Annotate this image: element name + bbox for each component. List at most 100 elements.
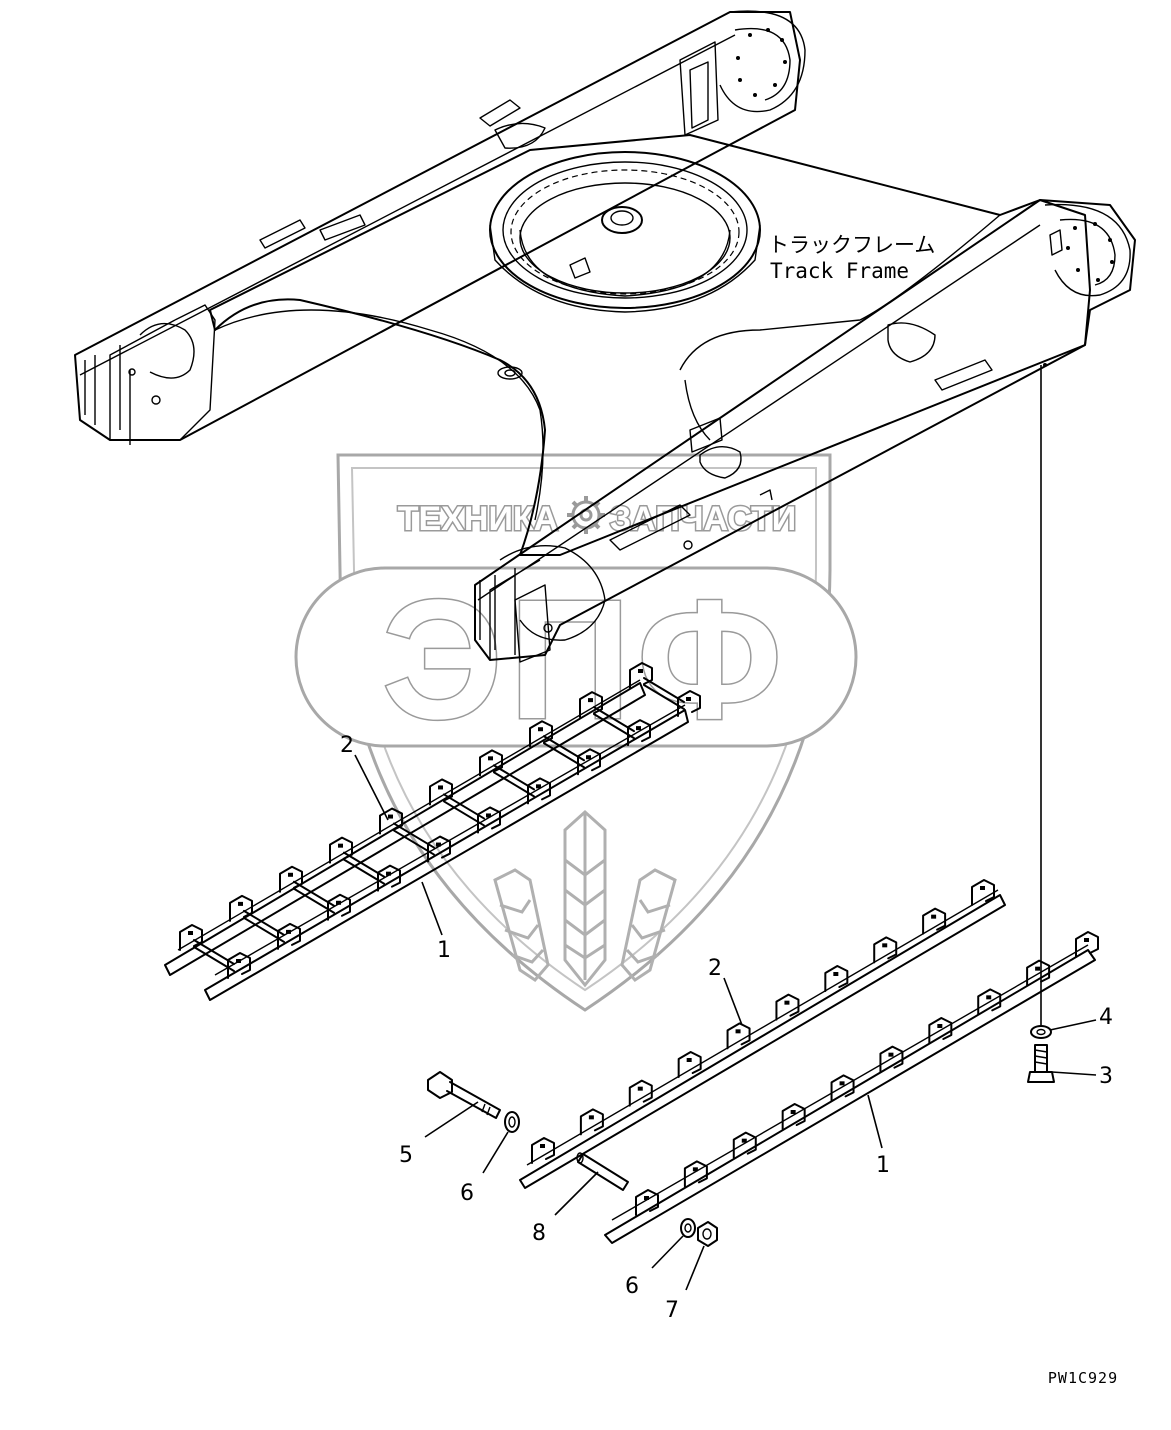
lug-hole [937,1024,943,1028]
lug-hole [741,1138,747,1143]
lower-guard-1 [604,949,1096,1244]
lug-hole [638,669,643,673]
lower-rear-lug [677,1051,702,1078]
pin-part-8 [576,1152,629,1191]
upper-guard-rail-inner [164,682,646,976]
lower-front-lug [1075,931,1099,958]
upper-outer-lug [577,748,601,776]
lower-front-lug [879,1045,904,1073]
lug-hole [888,1052,894,1057]
lower-rear-lug [922,907,947,935]
washer-part-4 [1030,1025,1052,1039]
callout-2-lower: 2 [708,956,722,981]
center-hub [601,206,643,234]
lug-hole [436,842,441,847]
upper-inner-lug [579,691,603,719]
lug-hole [536,784,541,789]
callout-3: 3 [1099,1064,1113,1089]
bolt-holes-rear [736,28,787,97]
upper-inner-lug [429,778,453,806]
callout-1-upper: 1 [437,938,451,963]
lug-hole [188,931,193,935]
lug-hole [637,1086,643,1091]
upper-inner-lug [229,894,253,922]
track-frame-assembly: トラックフレーム Track Frame [74,10,1136,663]
lug-hole [735,1029,741,1034]
upper-outer-lug [477,806,501,834]
track-frame-label: トラックフレーム Track Frame [768,233,935,283]
lower-rear-lug [824,965,849,992]
lug-hole [486,813,491,818]
lower-rear-lug [971,879,995,906]
lug-hole [839,1081,845,1086]
lower-front-lug [928,1017,953,1044]
lug-hole [686,697,691,701]
wheat-ears-icon [493,809,677,988]
lug-hole [784,1000,790,1005]
lug-hole [588,1115,594,1120]
callout-2-upper: 2 [340,733,354,758]
lower-rear-lug [873,936,898,964]
bolt-holes-front [1066,222,1114,282]
leader-lines [354,754,1097,1291]
upper-inner-lug [179,924,203,951]
upper-outer-lug [227,952,251,979]
lug-hole [438,785,443,790]
upper-outer-lug [427,835,451,863]
lug-hole [1035,966,1041,971]
lower-rear-lug [531,1137,555,1164]
frame-label-jp: トラックフレーム [768,233,935,257]
upper-inner-lug [529,720,553,748]
hardware [427,365,1055,1247]
lower-front-lug [683,1160,708,1188]
drawing-code: PW1C929 [1048,1369,1118,1387]
lug-hole [692,1167,698,1172]
lug-hole [538,727,543,732]
lug-hole [488,756,493,761]
upper-inner-lug [329,836,353,864]
lower-front-lug [1026,959,1051,987]
bolt-part-5 [427,1071,501,1119]
upper-outer-lug [277,922,301,950]
lug-hole [238,901,243,906]
lug-hole [336,900,341,905]
callout-1-lower: 1 [876,1153,890,1178]
lower-rear-lug [726,1022,751,1050]
lug-hole [386,871,391,876]
lug-hole [644,1196,649,1200]
watermark: ТЕХНИКА ЗАПЧАСТИ ЭПФ [294,453,858,1012]
upper-rock-guard-assembly [164,662,701,1001]
nut-part-7 [697,1221,718,1247]
lug-hole [286,929,291,934]
lower-rock-guard-assembly [519,879,1099,1244]
lug-hole [790,1110,796,1114]
lower-rear-lug [579,1108,604,1136]
upper-outer-lug [677,690,701,717]
lug-hole [986,995,992,1000]
callout-8: 8 [532,1221,546,1246]
upper-guard-lugs [179,662,701,979]
callout-5: 5 [399,1143,413,1168]
upper-inner-lug [279,865,303,893]
lug-hole [686,1058,692,1062]
callout-4: 4 [1099,1005,1113,1030]
lower-rear-lug [775,993,800,1021]
lug-hole [882,943,888,948]
upper-guard-rail-outer [204,709,689,1001]
lower-front-lug [781,1103,806,1130]
upper-outer-lug [527,777,551,805]
left-side-frame [74,10,806,445]
bolt-part-3 [1027,1044,1055,1083]
watermark-logo-letters: ЭПФ [382,565,788,755]
lug-hole [236,959,241,963]
lower-rear-lug [628,1079,653,1107]
lug-hole [288,872,293,877]
watermark-text-left: ТЕХНИКА [398,500,558,538]
lug-hole [338,843,343,848]
swing-circle-outer [489,151,761,309]
upper-outer-lug [327,893,351,921]
upper-inner-lug [479,749,503,777]
callout-6-upper: 6 [460,1181,474,1206]
callout-6-lower: 6 [625,1274,639,1299]
upper-inner-lug [629,662,653,689]
